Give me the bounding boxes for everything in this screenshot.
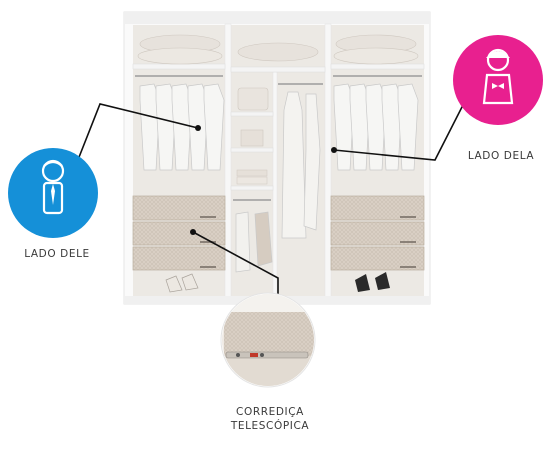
- woman-icon: [453, 35, 543, 125]
- long-dresses: [281, 91, 321, 239]
- top-shelf-pillows: [137, 34, 419, 65]
- telescopic-slide-detail: [220, 292, 316, 388]
- his-shoes: [165, 273, 199, 293]
- telescopic-slide-label-line2: TELESCÓPICA: [230, 420, 310, 432]
- hanging-rods: [135, 75, 422, 201]
- his-drawers: [132, 195, 226, 271]
- folded-clothes: [236, 87, 269, 185]
- her-shoes: [355, 272, 390, 292]
- connector-lines: [69, 103, 464, 294]
- his-shirts: [139, 83, 225, 171]
- her-shirts: [333, 83, 419, 171]
- telescopic-slide-label: CORREDIÇA TELESCÓPICA: [220, 405, 320, 433]
- her-side-label: LADO DELA: [467, 150, 535, 162]
- her-drawers: [330, 195, 425, 271]
- man-icon: [8, 148, 98, 238]
- his-side-label: LADO DELE: [24, 248, 90, 260]
- connector-dots: [190, 125, 337, 235]
- telescopic-slide-label-line1: CORREDIÇA: [236, 406, 304, 418]
